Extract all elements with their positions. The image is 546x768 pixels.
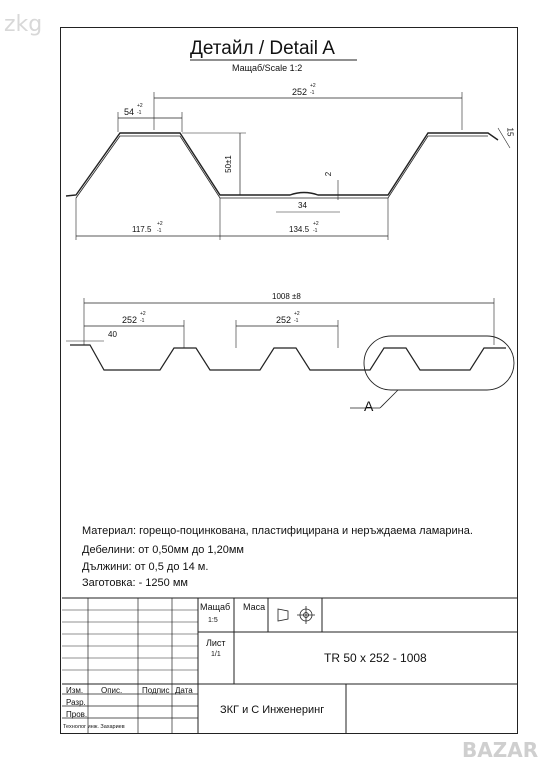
dim-117-tol-top: +2 bbox=[157, 221, 163, 227]
row-prov: Пров. bbox=[66, 710, 88, 719]
drawing-designation: TR 50 x 252 - 1008 bbox=[324, 651, 427, 665]
scale-label: Мащаб bbox=[200, 602, 231, 612]
note-material: Материал: горещо-поцинкована, пластифици… bbox=[82, 525, 473, 537]
dim-54-tol-top: +2 bbox=[137, 103, 143, 109]
dim-40: 40 bbox=[108, 330, 117, 339]
watermark-top-left: zkg bbox=[4, 12, 43, 37]
dim-252-tol-top: +2 bbox=[310, 83, 316, 89]
dim-34: 34 bbox=[298, 201, 307, 210]
sheet-value: 1/1 bbox=[211, 651, 221, 658]
detail-scale: Мащаб/Scale 1:2 bbox=[232, 63, 303, 73]
sheet-label: Лист bbox=[206, 638, 226, 648]
dim-252-right: 252 bbox=[276, 315, 292, 325]
col-izm: Изм. bbox=[66, 686, 84, 695]
dim-50: 50±1 bbox=[223, 155, 233, 173]
note-lengths: Дължини: от 0,5 до 14 м. bbox=[82, 561, 209, 573]
dim-117: 117.5 bbox=[132, 225, 152, 234]
detail-profile bbox=[65, 132, 499, 197]
full-profile bbox=[70, 344, 506, 371]
dim-252-tol-bot: -1 bbox=[310, 90, 315, 96]
dim-54: 54 bbox=[124, 107, 135, 117]
col-opis: Опис. bbox=[101, 686, 123, 695]
col-podpis: Подпис bbox=[142, 686, 170, 695]
dim-1008: 1008 ±8 bbox=[272, 292, 301, 301]
projection-symbol-icon bbox=[277, 606, 315, 624]
row-ing: Технолог инж. Захариев bbox=[63, 724, 125, 730]
drawing-frame bbox=[60, 27, 518, 734]
dim-2: 2 bbox=[324, 171, 334, 177]
detail-profile-inner bbox=[75, 135, 488, 199]
dim-134-tol-top: +2 bbox=[313, 221, 319, 227]
scale-value: 1:5 bbox=[208, 617, 218, 624]
dim-252-right-tol-bot: -1 bbox=[294, 318, 299, 324]
dim-252-left-tol-top: +2 bbox=[140, 311, 146, 317]
dim-252-left: 252 bbox=[122, 315, 138, 325]
dim-134-tol-bot: -1 bbox=[313, 228, 318, 234]
dim-252: 252 bbox=[292, 87, 308, 97]
detail-callout-label: A bbox=[364, 398, 374, 414]
row-razr: Разр. bbox=[66, 698, 86, 707]
note-blank: Заготовка: - 1250 мм bbox=[82, 577, 188, 589]
company-name: ЗКГ и С Инженеринг bbox=[220, 704, 325, 716]
watermark-bottom-right: BAZAR bbox=[462, 738, 539, 762]
mass-label: Маса bbox=[243, 602, 266, 612]
dim-117-tol-bot: -1 bbox=[157, 228, 162, 234]
detail-callout-outline bbox=[363, 335, 515, 391]
title-block-grid bbox=[62, 597, 518, 734]
dim-252-left-tol-bot: -1 bbox=[140, 318, 145, 324]
note-thickness: Дебелини: от 0,50мм до 1,20мм bbox=[82, 544, 244, 556]
detail-title: Детайл / Detail A bbox=[190, 38, 335, 59]
dim-54-tol-bot: -1 bbox=[137, 110, 142, 116]
dim-15: 15 bbox=[505, 127, 515, 137]
dim-134: 134.5 bbox=[289, 225, 310, 234]
col-data: Дата bbox=[175, 686, 193, 695]
dim-252-right-tol-top: +2 bbox=[294, 311, 300, 317]
